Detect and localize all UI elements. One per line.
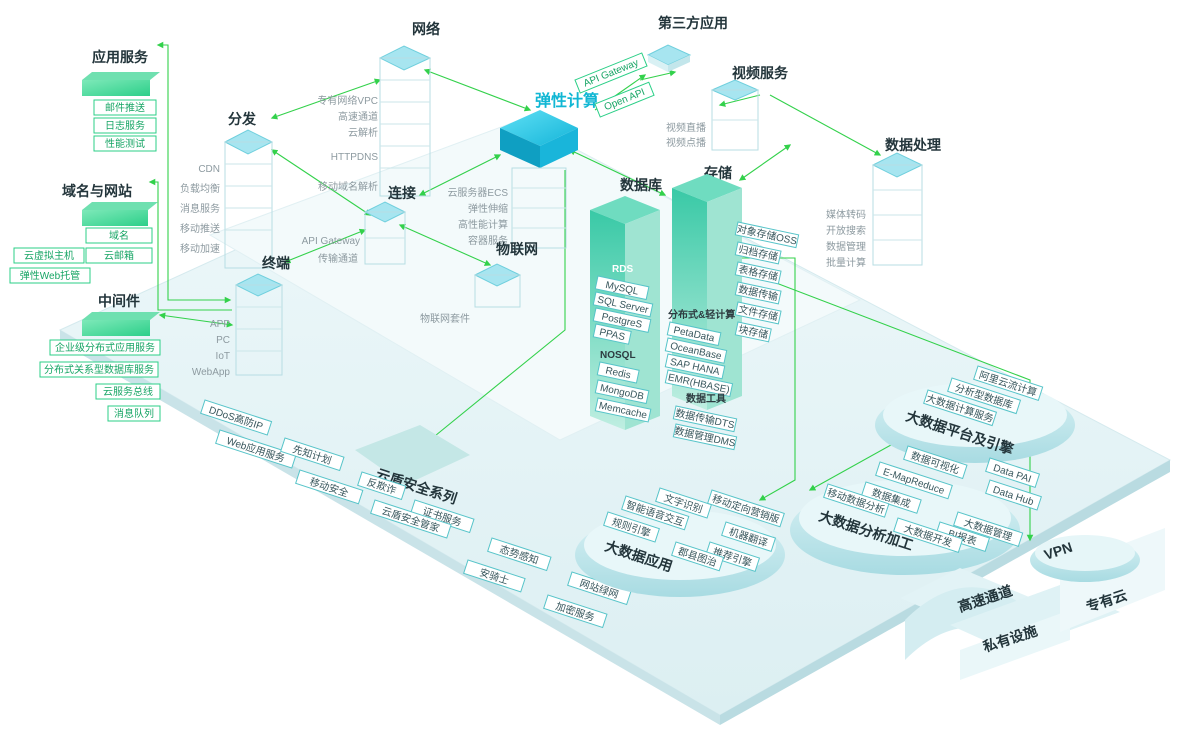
distributed-title: 分布式&轻计算 [668,308,735,321]
video-item: 视频点播 [666,136,706,149]
tag-text: PPAS [598,327,626,343]
chip-text: 弹性Web托管 [20,269,80,282]
data-processing-stack: 数据处理 媒体转码 开放搜索 数据管理 批量计算 [826,137,941,269]
hybrid-section: VPN 高速通道 私有设施 专有云 [900,528,1165,680]
video-stack: 视频服务 视频直播 视频点播 [666,65,789,151]
network-item: 高速通道 [338,110,378,123]
terminal-title: 终端 [262,255,290,271]
bigdata-analysis-disc: 大数据分析加工 数据可视化 Data PAI E-MapReduce Data … [790,445,1042,575]
distribution-item: 移动推送 [180,222,220,235]
connect-stack: 连接 API Gateway 传输通道 [302,185,416,265]
distribution-item: 消息服务 [180,202,220,215]
distribution-item: 移动加速 [180,242,220,255]
rds-title: RDS [612,264,633,275]
third-party-title: 第三方应用 [658,15,728,31]
chip-text: 分布式关系型数据库服务 [44,363,154,376]
app-services-stack: 应用服务 邮件推送 日志服务 性能测试 [82,49,160,152]
terminal-item: WebApp [192,367,231,378]
chip-text: 云虚拟主机 [24,249,74,262]
app-services-title: 应用服务 [92,49,149,65]
distribution-item: 负载均衡 [180,182,220,195]
distribution-title: 分发 [228,111,257,127]
nosql-title: NOSQL [600,350,636,361]
elastic-item: 弹性伸缩 [468,202,508,215]
middleware-title: 中间件 [98,293,140,309]
data-processing-title: 数据处理 [885,137,941,153]
network-title: 网络 [412,21,440,37]
terminal-stack: 终端 APP PC IoT WebApp [192,255,290,378]
chip-text: 邮件推送 [105,101,145,114]
iot-item: 物联网套件 [420,312,470,325]
chip-text: 云邮箱 [104,249,134,262]
elastic-item: 高性能计算 [458,218,508,231]
database-title: 数据库 [620,177,662,193]
distribution-stack: 分发 CDN 负载均衡 消息服务 移动推送 移动加速 [180,111,274,269]
chip-text: 云服务总线 [103,385,153,398]
iot-stack: 物联网 物联网套件 [420,241,538,325]
bigdata-platform-disc: 大数据平台及引擎 阿里云流计算 分析型数据库 大数据计算服务 [875,365,1075,463]
elastic-stack: 弹性计算 云服务器ECS 弹性伸缩 高性能计算 容器服务 [447,91,599,249]
app-services-items: 邮件推送 日志服务 性能测试 [93,99,157,152]
domain-title: 域名与网站 [62,183,132,199]
terminal-item: APP [210,319,230,330]
third-party-stack: 第三方应用 API Gateway Open API [574,15,728,118]
tools-title: 数据工具 [686,392,726,405]
rds-items: MySQL SQL Server PostgreS PPAS [592,275,654,345]
connect-item: API Gateway [302,236,360,247]
network-stack: 网络 专有网络VPC 高速通道 云解析 HTTPDNS 移动域名解析 [317,21,440,197]
data-processing-item: 媒体转码 [826,208,866,221]
elastic-item: 云服务器ECS [447,186,508,199]
network-item: HTTPDNS [331,152,379,163]
data-processing-item: 数据管理 [826,240,866,253]
network-item: 专有网络VPC [317,94,378,107]
connect-item: 传输通道 [318,252,358,265]
distribution-item: CDN [198,164,220,175]
tag-text: Redis [604,365,631,381]
iot-title: 物联网 [496,241,538,257]
terminal-item: PC [216,335,230,346]
chip-text: 消息队列 [114,407,154,420]
chip-text: 域名 [109,229,129,242]
connection-edges [148,41,1034,542]
terminal-item: IoT [216,351,230,362]
video-title: 视频服务 [732,65,789,81]
elastic-title: 弹性计算 [535,91,599,110]
chip-text: 企业级分布式应用服务 [55,341,155,354]
chip-text: 日志服务 [105,119,145,132]
data-processing-item: 批量计算 [826,256,866,269]
middleware-stack: 中间件 企业级分布式应用服务 分布式关系型数据库服务 云服务总线 消息队列 [39,293,161,422]
chip-text: 性能测试 [105,137,145,150]
network-item: 云解析 [348,126,378,139]
data-processing-item: 开放搜索 [826,224,866,237]
connect-title: 连接 [388,185,416,201]
network-item: 移动域名解析 [318,180,378,193]
elastic-item: 容器服务 [468,234,508,247]
database-tower: 数据库 RDS MySQL SQL Server PostgreS PPAS N… [590,177,662,430]
video-item: 视频直播 [666,121,706,134]
domain-stack: 域名与网站 域名 云虚拟主机 云邮箱 弹性Web托管 [9,183,158,284]
